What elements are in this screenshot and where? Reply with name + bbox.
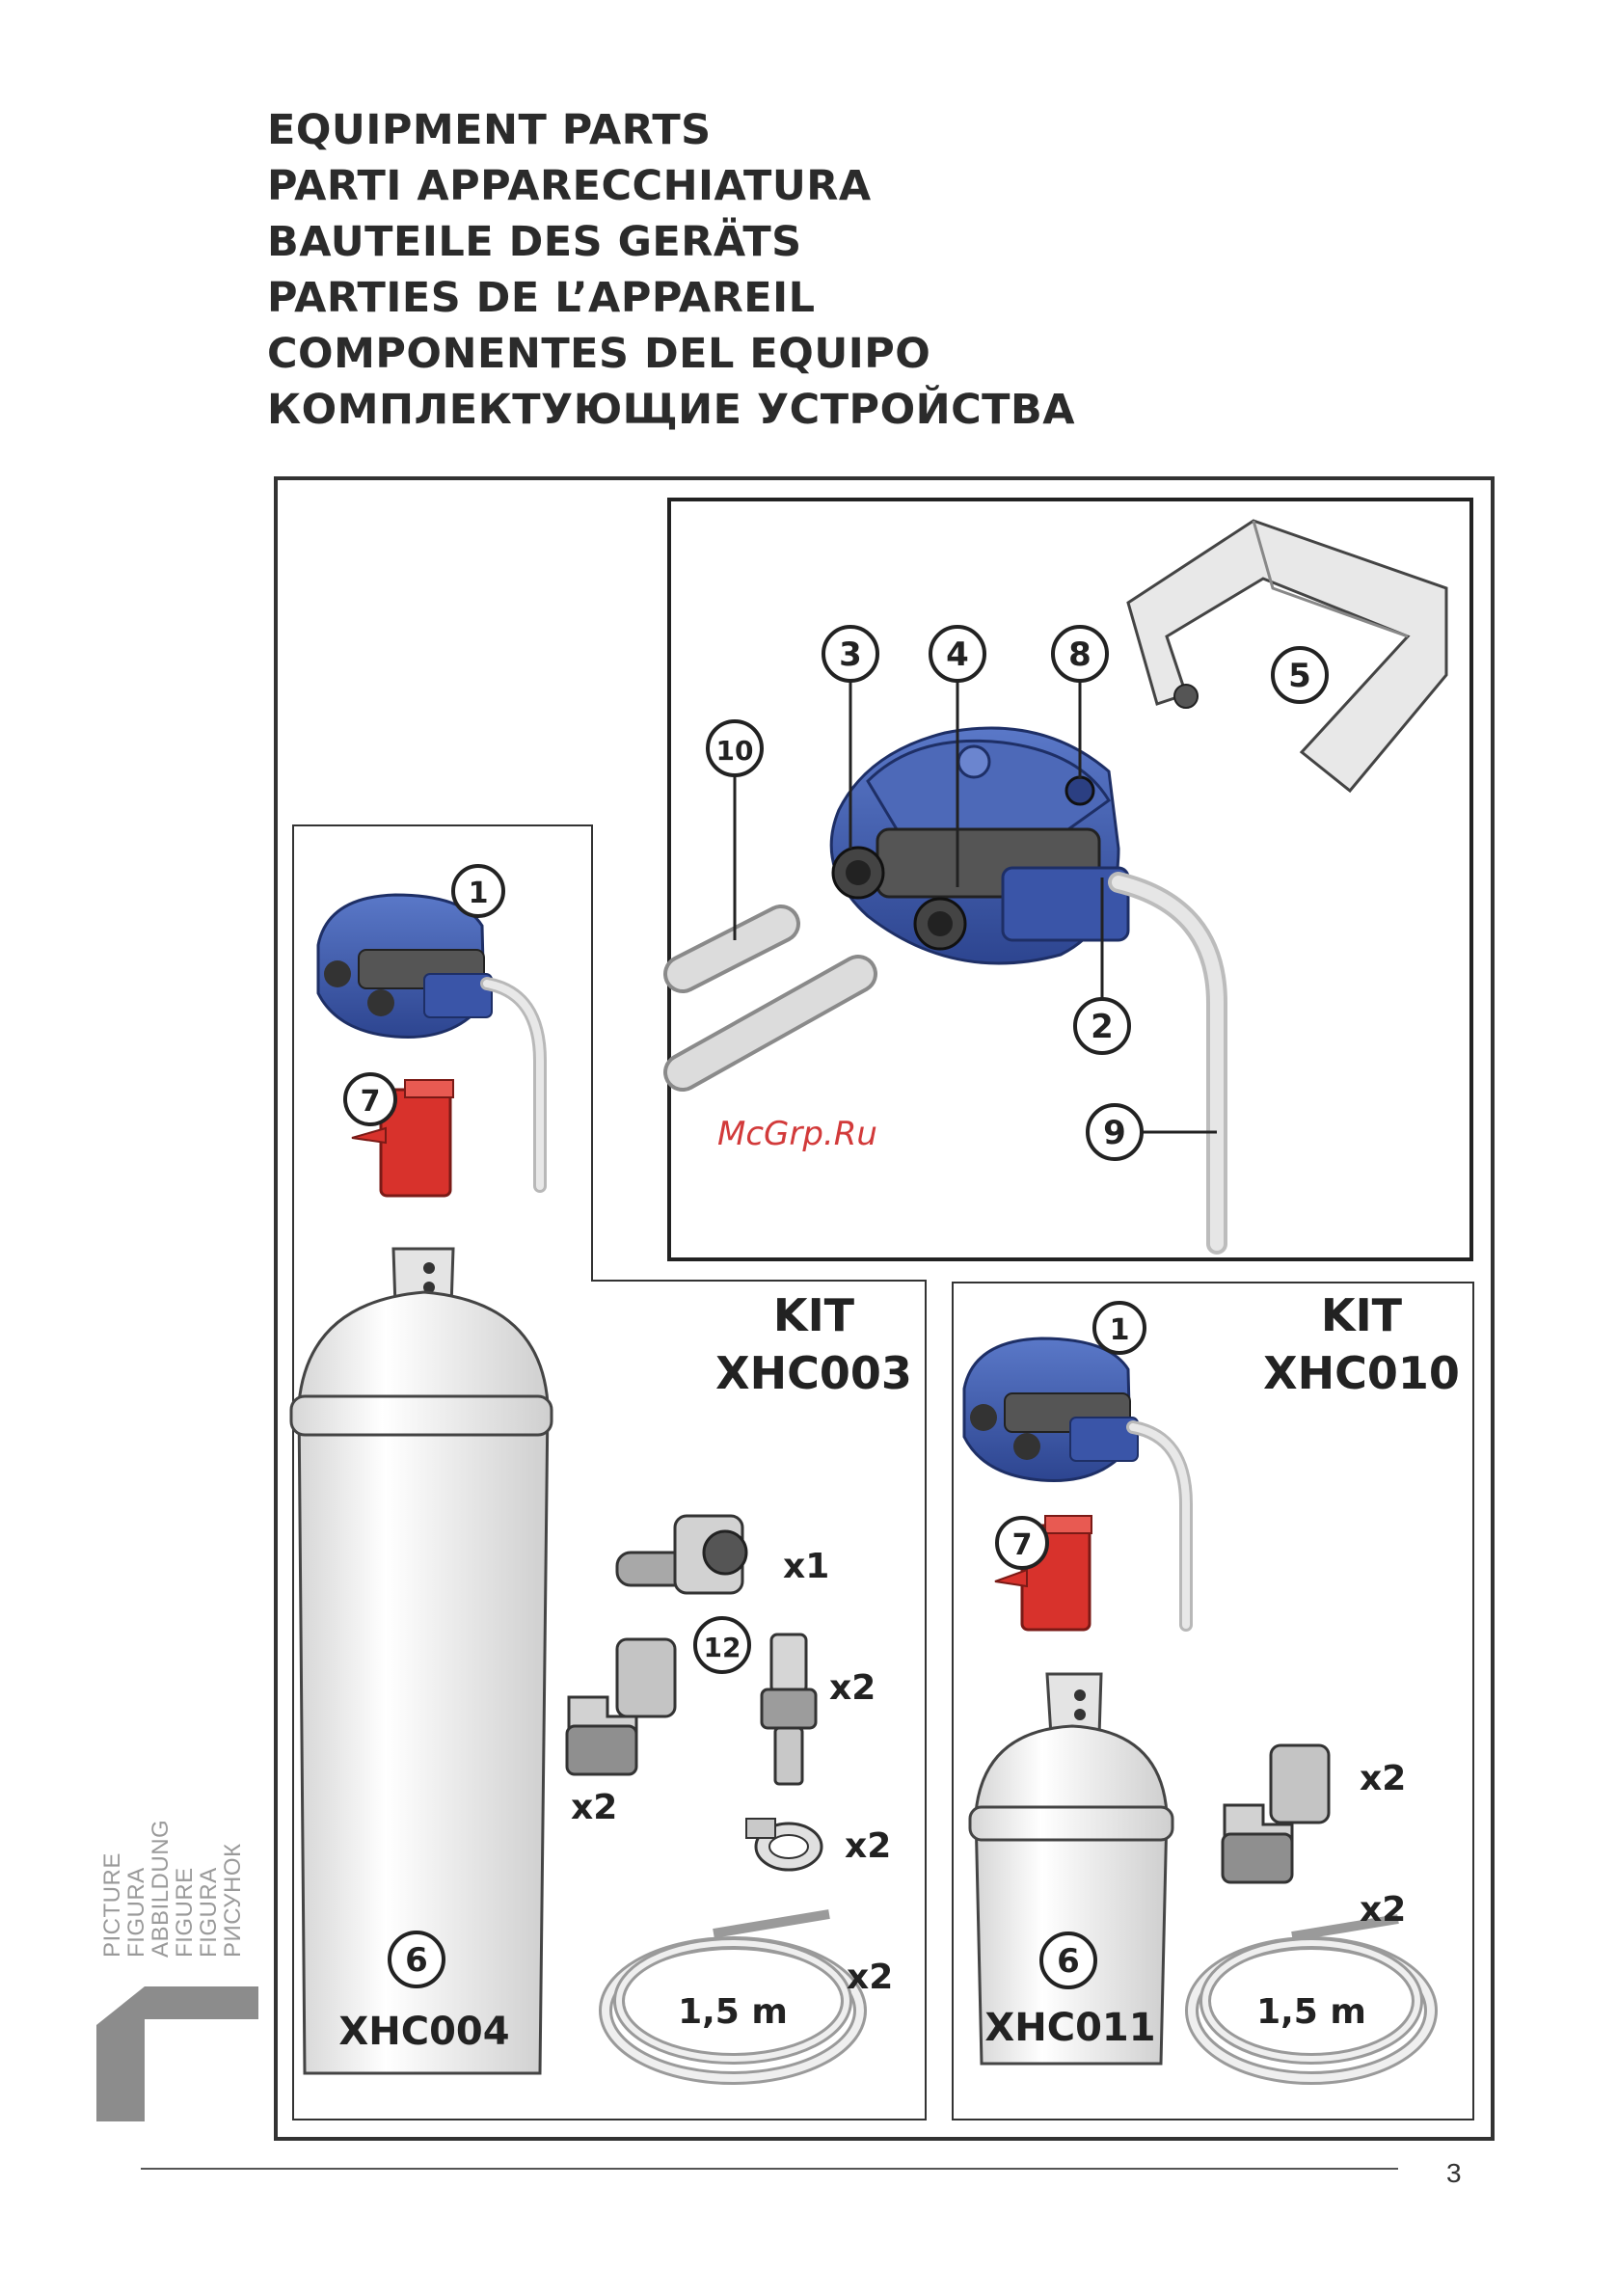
callout-9-label: 9 [1103,1114,1126,1152]
side-label-picture: PICTURE [100,1745,124,1958]
figure-side-labels: PICTURE FIGURA ABBILDUNG FIGURE FIGURA Р… [100,1745,255,1958]
kit-b-code: XHC010 [1263,1347,1460,1399]
qty-elbow-x2: x2 [571,1788,617,1827]
elbow-connector-kit-a [567,1639,675,1774]
qty-elbow-x1: x1 [783,1547,829,1586]
side-label-risunok: РИСУНОК [221,1745,245,1958]
elbow-fitting-x1 [617,1516,746,1593]
svg-text:6: 6 [405,1941,428,1980]
svg-text:7: 7 [1012,1528,1033,1562]
side-label-abbildung: ABBILDUNG [148,1745,173,1958]
callout-12: 12 [695,1618,749,1672]
tube-pieces-part-10 [683,924,858,1072]
side-label-figura-es: FIGURA [197,1745,221,1958]
cartridge-small-code: XHC011 [984,2006,1155,2050]
filter-head-kit-b [964,1338,1138,1481]
filter-head-kit-a [318,895,492,1038]
figure-number-glyph [96,1986,258,2121]
hose-clamp [746,1819,822,1870]
qty-tube-kit-b: x2 [1360,1890,1406,1930]
page-number: 3 [1446,2158,1462,2189]
callout-2-label: 2 [1091,1008,1114,1046]
watermark: McGrp.Ru [717,1115,877,1153]
kit-a-word: KIT [773,1289,855,1341]
qty-tube-kit-a: x2 [847,1958,893,1997]
callout-7-kit-a: 7 [345,1074,395,1124]
callout-10-label: 10 [716,735,754,767]
tube-length-kit-a: 1,5 m [678,1992,788,2032]
svg-text:6: 6 [1057,1942,1080,1981]
svg-text:7: 7 [361,1085,381,1119]
side-label-figura-it: FIGURA [124,1745,148,1958]
barb-fitting [762,1634,816,1784]
callout-3-label: 3 [839,635,862,674]
callout-10: 10 [708,721,762,940]
callout-5: 5 [1273,648,1327,702]
callout-9: 9 [1088,1105,1217,1159]
callout-6-kit-a: 6 [390,1932,444,1986]
kit-b-word: KIT [1321,1289,1403,1341]
cartridge-large-code: XHC004 [338,2010,509,2054]
callout-1-kit-a: 1 [453,866,503,916]
elbow-connector-kit-b [1223,1745,1329,1882]
qty-elbow-kit-b: x2 [1360,1759,1406,1798]
callout-4-label: 4 [946,635,969,674]
tube-length-kit-b: 1,5 m [1256,1992,1366,2032]
filter-head-large [831,728,1128,963]
kit-a-code: XHC003 [715,1347,912,1399]
callout-6-kit-b: 6 [1041,1933,1095,1987]
callout-1-kit-b: 1 [1094,1303,1145,1353]
svg-text:1: 1 [469,877,489,910]
callout-7-kit-b: 7 [997,1518,1047,1568]
svg-text:12: 12 [704,1632,741,1663]
callout-8-label: 8 [1068,635,1091,674]
qty-barb-x2: x2 [829,1668,876,1708]
side-label-figure: FIGURE [173,1745,197,1958]
svg-text:1: 1 [1110,1313,1130,1347]
qty-clamp-x2: x2 [845,1826,891,1866]
callout-5-label: 5 [1288,657,1311,695]
